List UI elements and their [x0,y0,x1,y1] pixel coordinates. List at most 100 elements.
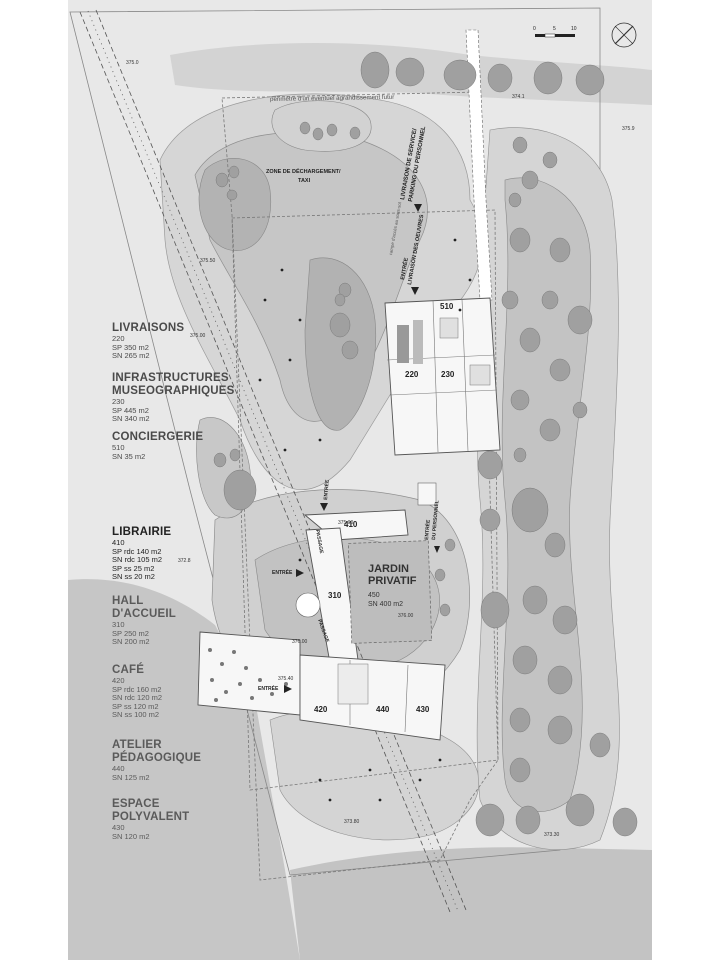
legend-atelier: ATELIER PÉDAGOGIQUE 440 SN 125 m2 [112,739,201,782]
legend-line: SN 35 m2 [112,451,146,461]
legend-line: SP 250 m2 [112,628,149,638]
spiral-stair [295,592,321,618]
zone-label-1: ZONE DE DÉCHARGEMENT/ [266,167,341,175]
room-430: 430 [416,705,430,714]
topo-hill-centre [304,257,377,431]
south-building [197,509,446,741]
legend-line: 230 [112,397,125,406]
legend-title: CAFÉ [112,664,145,676]
legend-line: SN 265 m2 [112,351,150,361]
passage-north: PASSAGE [314,529,324,554]
elevation-1: 375.0 [126,60,139,66]
legend-title: CONCIERGERIE [112,431,204,443]
legend-title-line: D'ACCUEIL [112,608,176,620]
legend-line: 220 [112,334,125,343]
legend-line: SN ss 100 m2 [112,710,160,720]
legend-line: 510 [112,443,125,452]
road-area-east [290,847,652,960]
legend-line: SN rdc 120 m2 [112,693,163,703]
elevation-7: 372.8 [178,558,191,564]
legend-title-line: POLYVALENT [112,811,190,823]
legend-line: SN 200 m2 [112,637,150,647]
entree-staff-2: DU PERSONNEL [431,500,440,540]
elevation-5: 375.00 [190,333,206,339]
perimeter-note: périmètre d'un éventuel agrandissement f… [270,94,394,103]
trees [213,51,638,837]
legend-title: LIVRAISONS [112,322,185,334]
delivery-label-1: ENTRÉE [398,257,410,281]
legend-line: SP ss 120 m2 [112,701,159,711]
elevation-9: 376.00 [398,613,414,619]
legend-line: SN ss 20 m2 [112,572,155,582]
elevation-11: 373.80 [344,819,360,825]
legend-line: SN 125 m2 [112,772,150,782]
staircase-east [417,482,437,506]
elevation-12: 373.30 [544,832,560,838]
legend-line: 430 [112,823,125,832]
arrow-entree-west [296,569,304,577]
arrow-service [414,204,422,212]
spot-dots [258,238,472,802]
arrow-entree-cafe [284,685,292,693]
elevation-8: 376.00 [292,639,308,645]
legend-librairie: LIBRAIRIE 410 SP rdc 140 m2 SN rdc 105 m… [112,526,171,582]
garden-line-2: SN 400 m2 [368,601,403,608]
legend-hall: HALL D'ACCUEIL 310 SP 250 m2 SN 200 m2 [112,595,176,647]
legend-line: SP 350 m2 [112,342,149,352]
building-perimeter [231,209,499,791]
room-440: 440 [376,705,390,714]
legend-title-line: ESPACE [112,798,160,810]
topo-hill-north [271,100,372,152]
zone-label-2: TAXI [298,178,311,184]
entree-staff-1: ENTRÉE [422,519,432,541]
legend-cafe: CAFÉ 420 SP rdc 160 m2 SN rdc 120 m2 SP … [112,664,162,720]
scale-tick-0: 0 [533,26,536,32]
road-area [68,579,300,960]
room-230: 230 [441,370,455,379]
room-420: 420 [314,705,328,714]
entree-west: ENTRÉE [272,568,293,576]
garden-line-1: 450 [368,592,380,599]
north-building [384,297,501,456]
elevation-2: 374.1 [512,94,525,100]
room-410: 410 [344,520,358,529]
legend-title-line: MUSEOGRAPHIQUES [112,385,235,397]
elevation-10: 375.40 [278,676,294,682]
garden-title-1: JARDIN [368,563,409,575]
legend-line: 440 [112,764,125,773]
garden-title-2: PRIVATIF [368,575,417,587]
legend-espace: ESPACE POLYVALENT 430 SN 120 m2 [112,798,189,841]
room-220: 220 [405,370,419,379]
elevation-6: 375.00 [338,520,354,526]
arrow-staff [434,546,440,553]
north-arrow [611,22,637,48]
legend-title: LIBRAIRIE [112,526,172,538]
elevation-3: 375.9 [622,126,635,132]
legend-conciergerie: CONCIERGERIE 510 SN 35 m2 [112,431,203,461]
scale-bar: 0 5 10 [533,26,577,38]
legend-museographie: INFRASTRUCTURES MUSEOGRAPHIQUES 230 SP 4… [112,372,235,424]
entree-cafe: ENTRÉE [258,684,279,692]
cafe-terrace [208,648,288,702]
legend-title-line: HALL [112,595,144,607]
legend-line: SP rdc 140 m2 [112,546,162,556]
legend-line: SP rdc 160 m2 [112,684,162,694]
room-310: 310 [328,591,342,600]
legend-line: SP 445 m2 [112,405,149,415]
legend-line: 310 [112,620,125,629]
scale-tick-5: 5 [553,26,556,32]
legend-line: SN 340 m2 [112,414,150,424]
legend-title-line: PÉDAGOGIQUE [112,752,202,764]
elevation-marks: 375.0 374.1 375.9 375.50 375.00 375.00 3… [126,60,635,838]
legend-line: 420 [112,676,125,685]
rail-tracks [79,9,467,913]
arrow-delivery [411,287,419,295]
elevation-4: 375.50 [200,258,216,264]
room-510: 510 [440,302,454,311]
arrow-entree-north [320,503,328,511]
scale-tick-10: 10 [571,26,577,32]
legend-line: SN rdc 105 m2 [112,555,163,565]
legend-livraisons: LIVRAISONS 220 SP 350 m2 SN 265 m2 [112,322,184,361]
legend-line: SN 120 m2 [112,831,150,841]
